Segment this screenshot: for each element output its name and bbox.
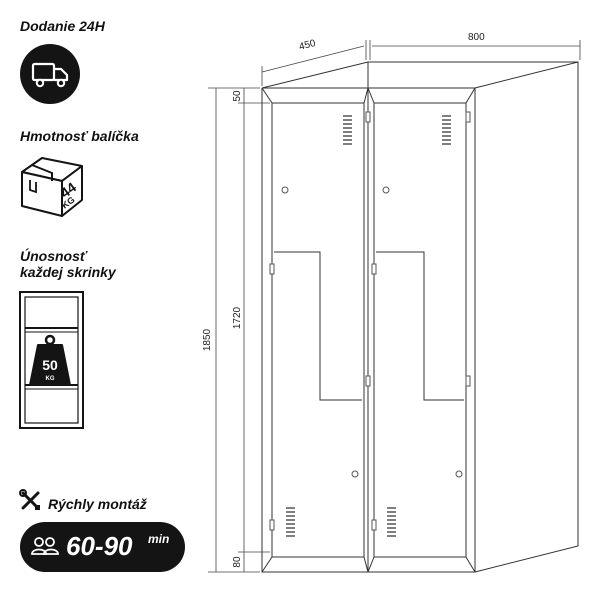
- body-height-dimension-label: 1720: [232, 306, 243, 329]
- door-hinges: [269, 111, 471, 531]
- capacity-label-line1: Únosnosť: [20, 248, 87, 264]
- corner-mid-top: [363, 87, 375, 104]
- right-door-z-split: [376, 251, 464, 401]
- corner-mid-bottom: [363, 556, 375, 573]
- capacity-value: 50: [42, 357, 58, 373]
- width-dimension-label: 800: [468, 32, 485, 43]
- corner-tl: [261, 87, 273, 104]
- assembly-time-badge: [20, 522, 185, 572]
- capacity-unit: KG: [46, 376, 55, 382]
- assembly-time: 60-90: [66, 531, 133, 561]
- delivery-label: Dodanie 24H: [20, 18, 105, 34]
- cabinet-top-back: [261, 61, 578, 89]
- total-height-dimension-label: 1850: [202, 328, 213, 351]
- left-door: [271, 102, 365, 558]
- top-offset-dimension-label: 50: [232, 90, 243, 102]
- right-door: [373, 102, 467, 558]
- left-door-z-split: [274, 251, 362, 401]
- box-icon: 44 KG: [21, 157, 83, 217]
- depth-dimension-label: 450: [298, 38, 317, 53]
- base-height-dimension-label: 80: [232, 556, 243, 568]
- corner-br: [465, 556, 476, 573]
- corner-bl: [261, 556, 273, 573]
- corner-tr: [465, 87, 476, 104]
- assembly-unit: min: [148, 532, 170, 546]
- weight-label: Hmotnosť balíčka: [20, 128, 139, 144]
- truck-icon: [20, 44, 80, 104]
- capacity-label-line2: každej skrinky: [20, 264, 116, 280]
- people-icon: [31, 537, 59, 555]
- dimension-lines: [208, 40, 581, 573]
- cabinet-side-panel: [474, 61, 579, 573]
- shelf-weight-icon: 50 KG: [19, 291, 84, 429]
- door-locks: [281, 186, 463, 478]
- tools-icon: [19, 489, 40, 510]
- assembly-label: Rýchly montáž: [48, 496, 147, 512]
- vent-slots: [286, 115, 451, 537]
